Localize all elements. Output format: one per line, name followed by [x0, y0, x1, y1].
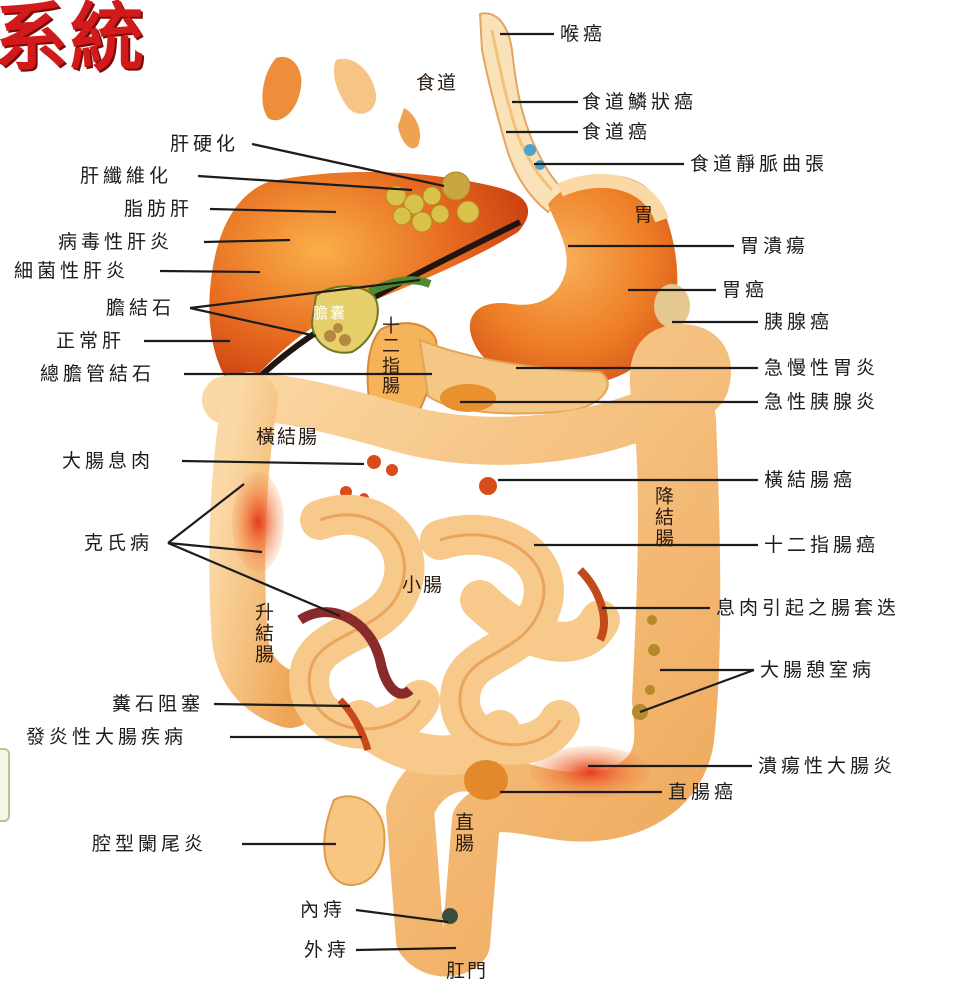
organ-label-duodenum: 十二指腸 [378, 316, 400, 396]
organ-label-anus: 肛門 [446, 960, 488, 982]
side-tab-marker [0, 748, 10, 822]
label-gastric-ulcer: 胃潰瘍 [740, 235, 809, 257]
label-gastritis: 急慢性胃炎 [764, 357, 879, 379]
label-duodenal-cancer: 十二指腸癌 [764, 534, 879, 556]
label-transverse-colon-cancer: 橫結腸癌 [764, 469, 856, 491]
label-appendicitis: 腔型闌尾炎 [92, 833, 207, 855]
label-gallstones: 膽結石 [106, 297, 175, 319]
label-esophageal-varices: 食道靜脈曲張 [690, 153, 828, 175]
organ-label-small-intestine: 小腸 [402, 574, 444, 596]
organ-label-gallbladder: 膽囊 [313, 302, 347, 324]
organ-label-ascending-colon: 升結腸 [252, 602, 274, 665]
label-ulcerative-colitis: 潰瘍性大腸炎 [758, 755, 896, 777]
label-diverticulosis: 大腸憩室病 [760, 659, 875, 681]
label-bile-duct-stones: 總膽管結石 [40, 363, 155, 385]
appendix [324, 796, 384, 885]
page-title: 系統 [0, 0, 146, 85]
label-fecal-impaction: 糞石阻塞 [112, 693, 204, 715]
organ-label-stomach: 胃 [634, 204, 655, 226]
label-normal-liver: 正常肝 [56, 330, 125, 352]
organ-label-rectum: 直腸 [452, 812, 474, 854]
organ-label-transverse-colon: 橫結腸 [256, 426, 319, 448]
label-pancreatic-cancer: 胰腺癌 [764, 311, 833, 333]
label-esophageal-cancer: 食道癌 [582, 121, 651, 143]
esophagus [480, 13, 566, 212]
fragment-organs [262, 57, 420, 149]
label-crohns-disease: 克氏病 [84, 532, 153, 554]
organ-label-esophagus: 食道 [416, 72, 458, 94]
label-viral-hepatitis: 病毒性肝炎 [58, 231, 173, 253]
label-external-hemorrhoids: 外痔 [304, 939, 350, 961]
label-colon-polyp: 大腸息肉 [62, 450, 154, 472]
label-esophageal-squamous-cancer: 食道鱗狀癌 [582, 91, 697, 113]
label-rectal-cancer: 直腸癌 [668, 781, 737, 803]
label-gastric-cancer: 胃癌 [722, 279, 768, 301]
label-pancreatitis: 急性胰腺炎 [764, 391, 879, 413]
label-fatty-liver: 脂肪肝 [124, 198, 193, 220]
label-cirrhosis: 肝硬化 [170, 133, 239, 155]
label-internal-hemorrhoids: 內痔 [300, 899, 346, 921]
label-throat-cancer: 喉癌 [560, 23, 606, 45]
label-inflammatory-bowel-disease: 發炎性大腸疾病 [26, 726, 187, 748]
label-intussusception: 息肉引起之腸套迭 [716, 597, 900, 619]
label-bacterial-hepatitis: 細菌性肝炎 [14, 260, 129, 282]
label-liver-fibrosis: 肝纖維化 [80, 165, 172, 187]
organ-label-descending-colon: 降結腸 [652, 486, 674, 549]
